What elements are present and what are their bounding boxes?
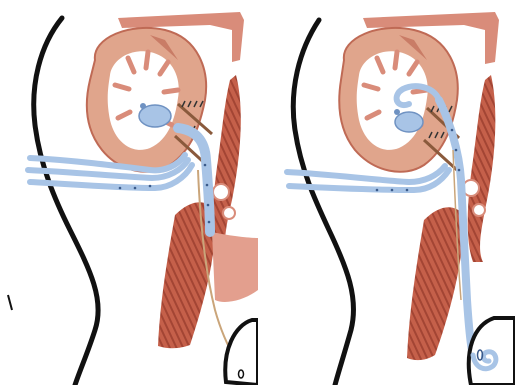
pelvis-marker-dot [140, 103, 146, 109]
lower-tissue [212, 232, 258, 302]
diagram-panel-right [259, 0, 515, 385]
panel-left-svg [0, 0, 258, 385]
pelvis-marker-dot [394, 109, 400, 115]
fat-lobule [223, 207, 235, 219]
fat-lobule [473, 204, 485, 216]
renal-pelvis-icon [395, 112, 423, 132]
diagram-panel-left [0, 0, 258, 385]
panel-right-svg [259, 0, 515, 385]
fat-lobule [213, 184, 229, 200]
